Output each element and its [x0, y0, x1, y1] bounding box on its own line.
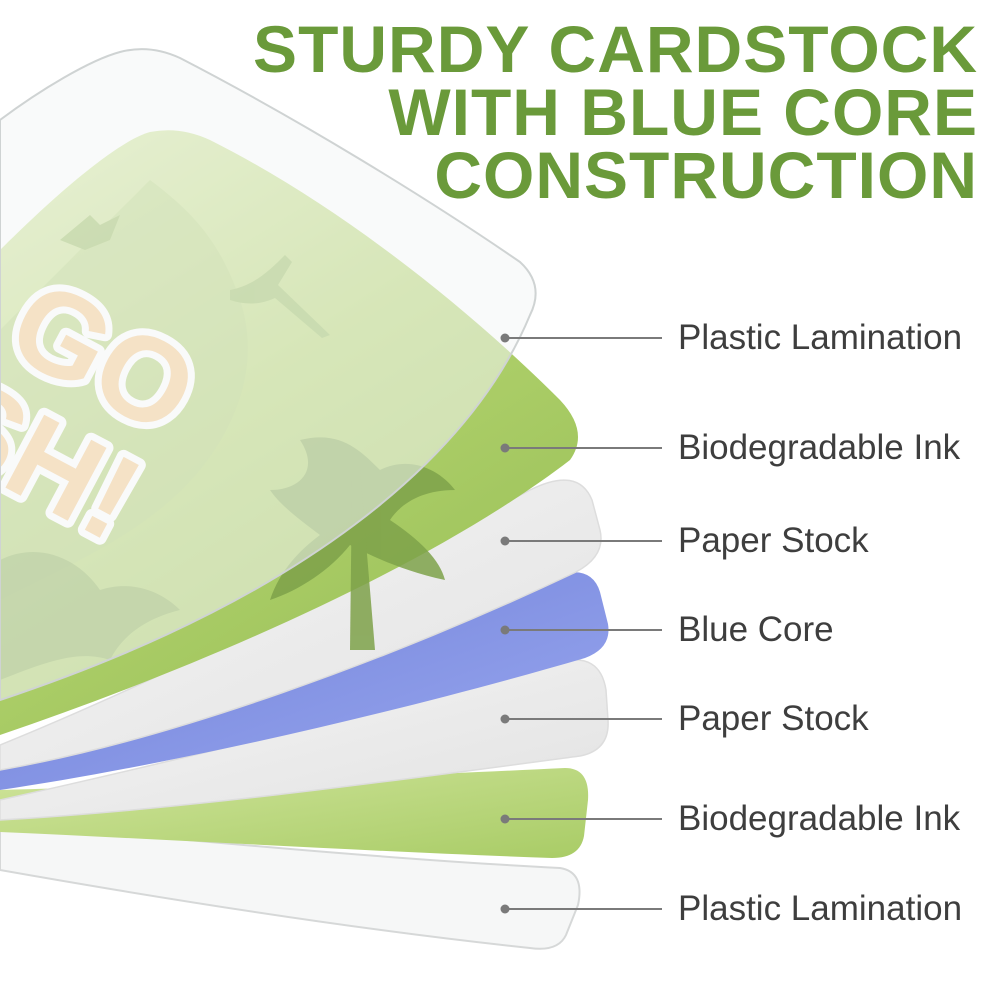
- leader-dot-4: [500, 625, 510, 635]
- label-biodegradable-ink-bottom: Biodegradable Ink: [678, 799, 961, 838]
- label-paper-stock-top: Paper Stock: [678, 521, 869, 560]
- leader-dot-2: [500, 443, 510, 453]
- headline-line-1: STURDY CARDSTOCK: [253, 12, 978, 86]
- headline: STURDY CARDSTOCK WITH BLUE CORE CONSTRUC…: [253, 12, 978, 212]
- headline-line-2: WITH BLUE CORE: [388, 75, 978, 149]
- label-plastic-lamination-top: Plastic Lamination: [678, 318, 963, 357]
- label-paper-stock-bottom: Paper Stock: [678, 699, 869, 738]
- layer-plastic-lamination-top: [0, 48, 537, 702]
- leader-lines: [500, 333, 662, 914]
- leader-dot-7: [500, 904, 510, 914]
- headline-line-3: CONSTRUCTION: [434, 138, 978, 212]
- label-blue-core: Blue Core: [678, 610, 834, 649]
- leader-dot-1: [500, 333, 510, 343]
- label-plastic-lamination-bottom: Plastic Lamination: [678, 889, 963, 928]
- label-biodegradable-ink-top: Biodegradable Ink: [678, 428, 961, 467]
- leader-dot-6: [500, 814, 510, 824]
- leader-dot-3: [500, 536, 510, 546]
- layer-plastic-lamination-bottom: [0, 820, 581, 950]
- leader-dot-5: [500, 714, 510, 724]
